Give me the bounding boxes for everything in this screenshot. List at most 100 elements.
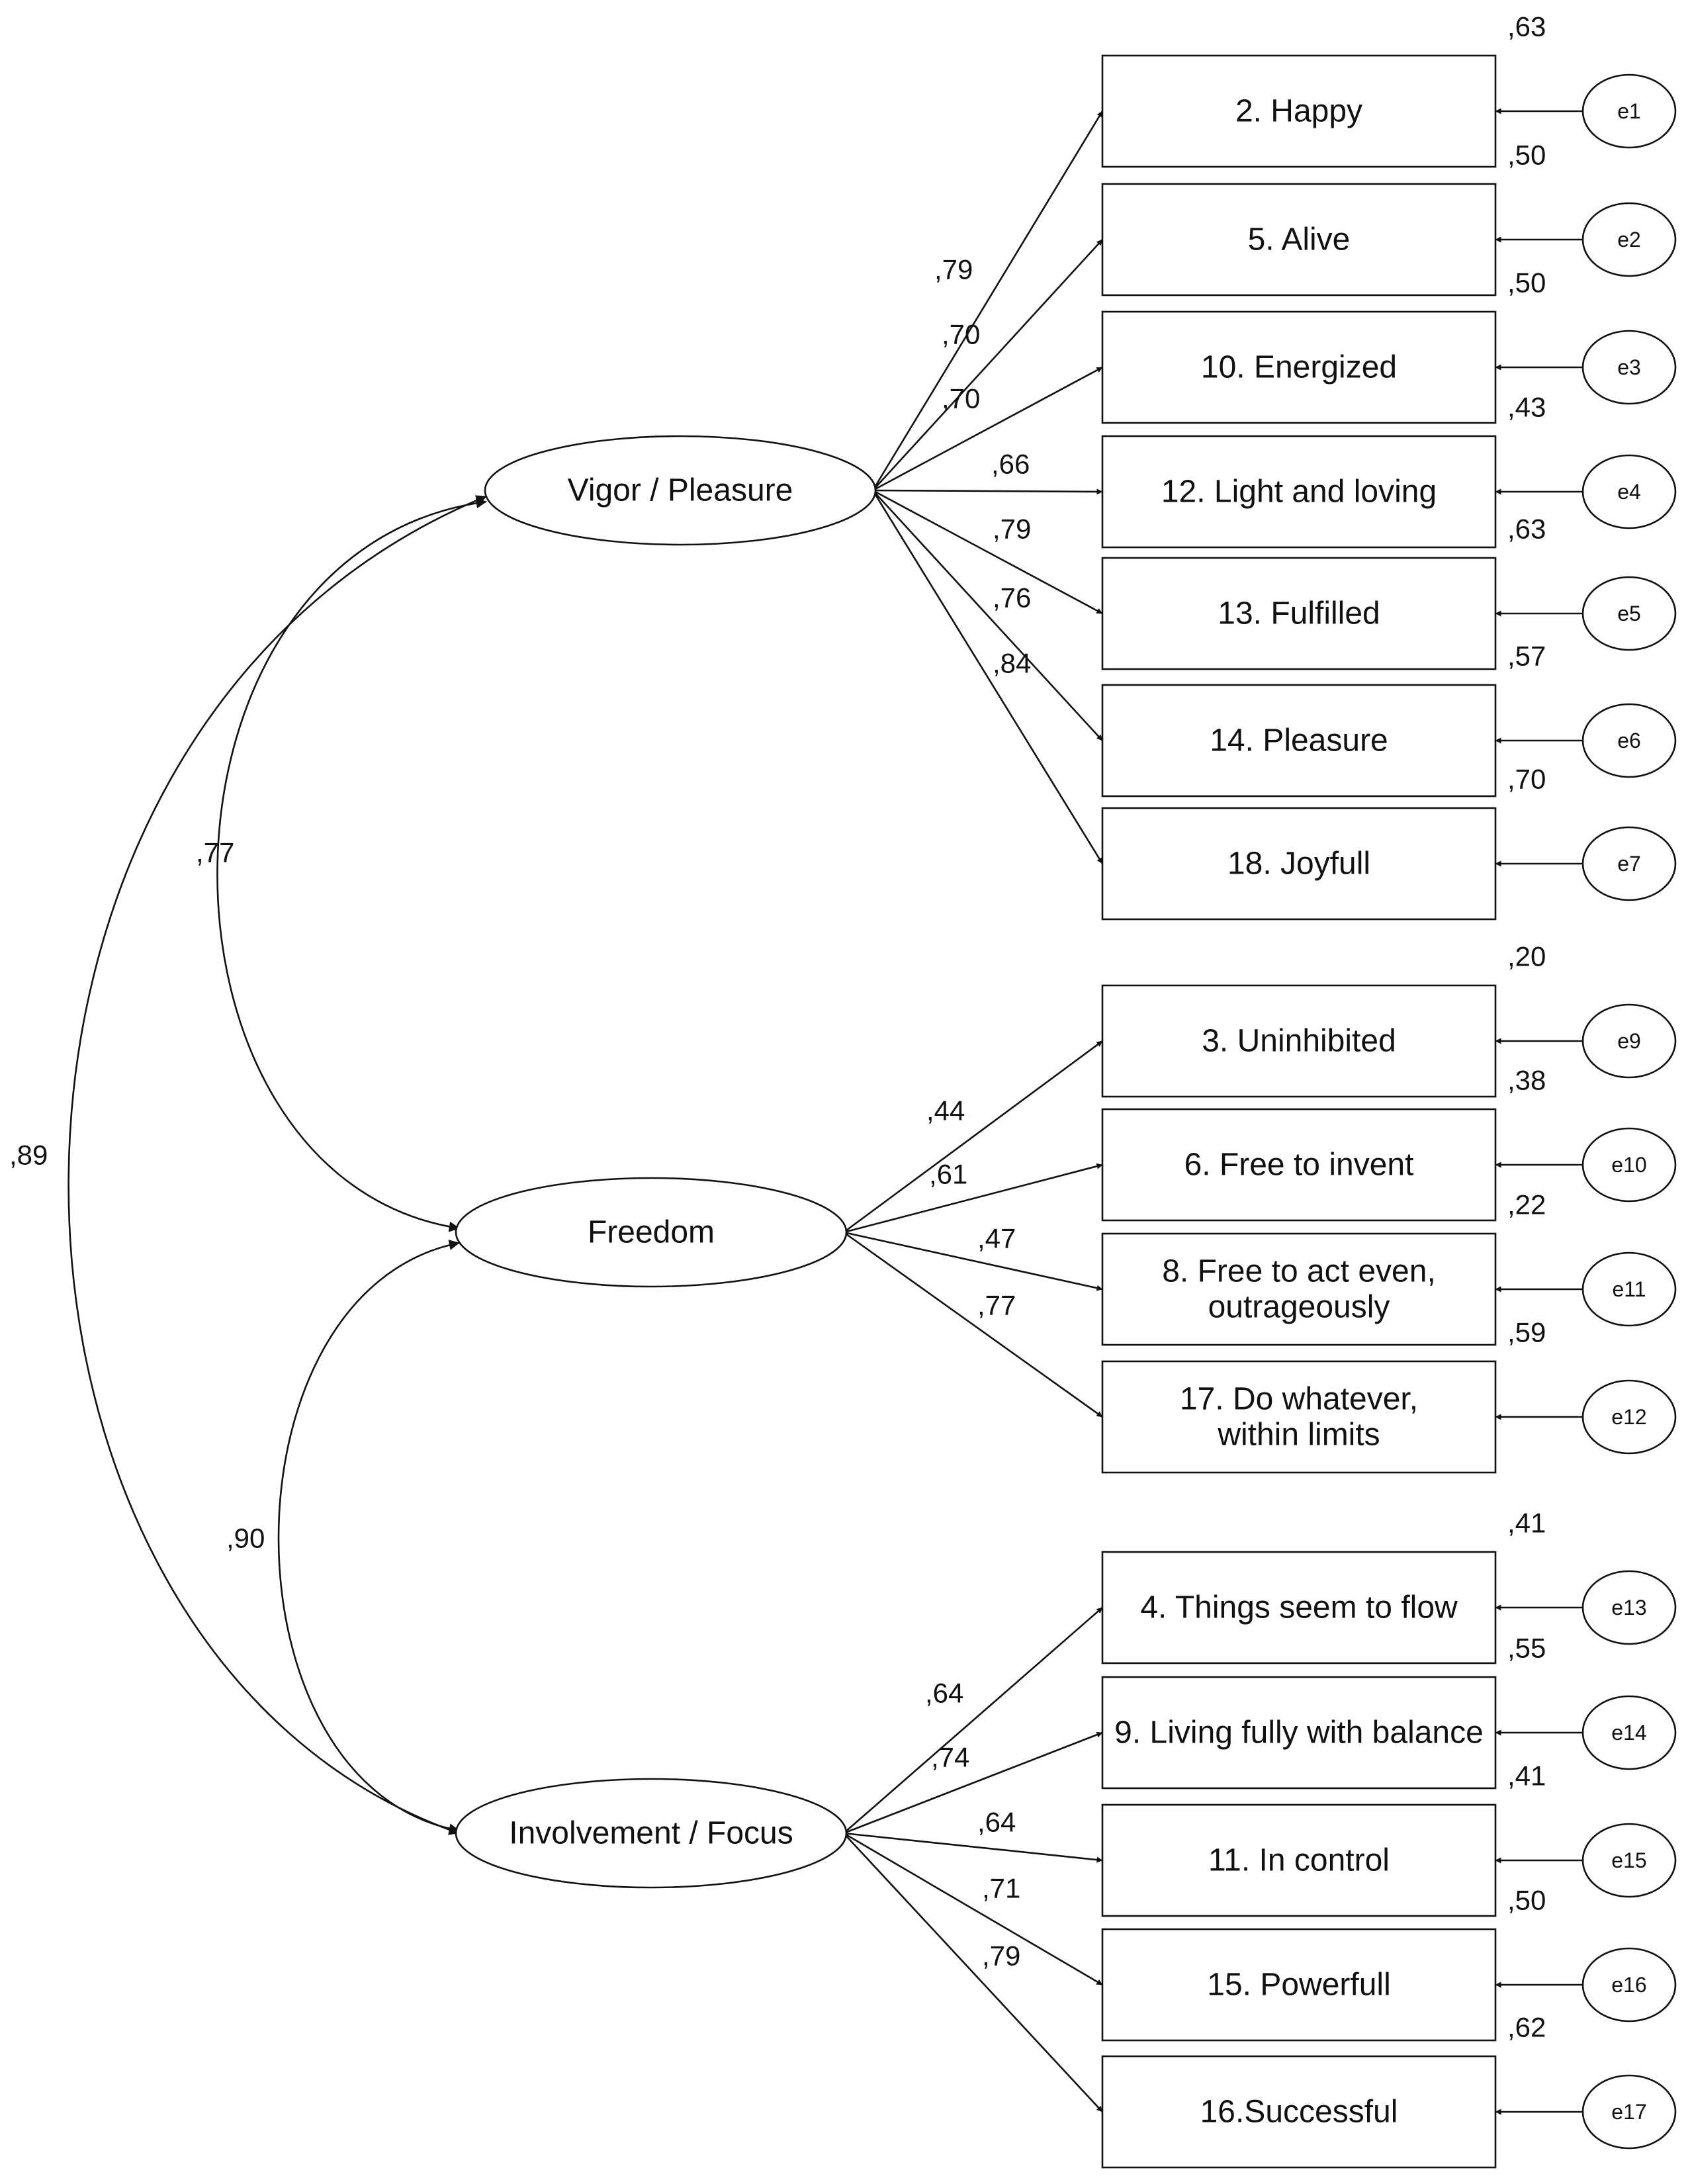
error-term-label: e9: [1617, 1029, 1641, 1053]
indicator-box: [1101, 984, 1497, 1098]
error-term-label: e10: [1611, 1153, 1646, 1177]
loading-label: ,66: [991, 449, 1030, 480]
latent-factor-involvement: [455, 1778, 848, 1889]
indicator-box: [1101, 557, 1497, 670]
r-squared-label: ,50: [1507, 267, 1546, 298]
loading-path-freedom-2: [843, 1231, 1103, 1291]
indicator-box: [1101, 2055, 1497, 2169]
loading-label: ,70: [942, 319, 980, 350]
latent-factor-label: Vigor / Pleasure: [568, 473, 793, 508]
loading-path-freedom-3: [843, 1231, 1103, 1418]
error-term: [1581, 1251, 1677, 1327]
r-squared-label: ,22: [1507, 1189, 1546, 1220]
r-squared-label: ,41: [1507, 1760, 1546, 1792]
indicator-box: [1101, 807, 1497, 921]
r-squared-label: ,43: [1507, 392, 1546, 423]
error-term-label: e1: [1617, 99, 1641, 123]
loading-path-involvement-3: [843, 1832, 1103, 1986]
indicator-box: [1101, 183, 1497, 296]
loading-label: ,70: [942, 383, 980, 414]
error-term: [1581, 202, 1677, 277]
r-squared-label: ,41: [1507, 1508, 1546, 1539]
loading-label: ,77: [977, 1290, 1016, 1321]
loading-path-involvement-2: [843, 1832, 1103, 1863]
error-term: [1581, 330, 1677, 405]
indicator-box: [1101, 1360, 1497, 1474]
error-term-label: e12: [1611, 1405, 1646, 1429]
nodes-layer: [455, 54, 1677, 2169]
error-term: [1581, 826, 1677, 901]
correlation-path-freedom-involvement: [277, 1240, 460, 1835]
r-squared-label: ,50: [1507, 1885, 1546, 1916]
error-term: [1581, 1823, 1677, 1898]
loading-label: ,47: [977, 1223, 1016, 1254]
indicator-label: 5. Alive: [1248, 222, 1351, 257]
error-term: [1581, 1127, 1677, 1203]
loading-path-involvement-1: [843, 1731, 1103, 1835]
r-squared-label: ,59: [1507, 1317, 1546, 1348]
latent-factor-label: Freedom: [588, 1215, 715, 1250]
loading-label: ,79: [993, 514, 1031, 545]
indicator-label: 14. Pleasure: [1210, 723, 1388, 758]
loading-label: ,84: [993, 648, 1031, 679]
error-term-label: e2: [1617, 228, 1641, 251]
loading-path-vigor-5: [872, 490, 1103, 741]
indicator-box: [1101, 684, 1497, 797]
loading-path-vigor-3: [872, 488, 1103, 495]
loading-label: ,61: [929, 1159, 967, 1190]
error-term: [1581, 2074, 1677, 2150]
correlation-path-vigor-involvement: [67, 495, 487, 1835]
loading-path-vigor-2: [872, 366, 1103, 492]
r-squared-label: ,50: [1507, 140, 1546, 171]
correlation-label: ,89: [9, 1140, 48, 1171]
indicator-label: 13. Fulfilled: [1218, 596, 1380, 631]
loading-label: ,71: [982, 1873, 1020, 1904]
loading-path-involvement-4: [843, 1833, 1103, 2113]
error-term-label: e11: [1612, 1277, 1646, 1301]
indicator-label: 11. In control: [1208, 1843, 1390, 1878]
error-term: [1581, 703, 1677, 778]
indicator-box: [1101, 1232, 1497, 1346]
indicator-label-line-1: 17. Do whatever,: [1180, 1382, 1418, 1417]
error-term-label: e15: [1611, 1848, 1646, 1872]
indicator-label: 3. Uninhibited: [1202, 1024, 1396, 1059]
loading-path-vigor-0: [871, 111, 1104, 491]
indicator-label: 15. Powerfull: [1207, 1968, 1390, 2003]
indicator-box: [1101, 54, 1497, 168]
error-term: [1581, 1003, 1677, 1079]
r-squared-label: ,63: [1507, 11, 1546, 42]
error-term-label: e3: [1617, 355, 1641, 379]
indicator-box: [1101, 1928, 1497, 2042]
indicator-box: [1101, 1108, 1497, 1222]
loading-label: ,64: [925, 1678, 963, 1709]
indicator-label: 9. Living fully with balance: [1114, 1715, 1484, 1751]
indicator-box: [1101, 1551, 1497, 1664]
loading-path-vigor-1: [872, 239, 1103, 491]
indicator-label: 2. Happy: [1235, 94, 1362, 129]
r-squared-label: ,62: [1507, 2012, 1546, 2043]
correlation-path-vigor-freedom: [216, 498, 487, 1232]
indicator-label: 4. Things seem to flow: [1140, 1590, 1458, 1625]
error-term-label: e6: [1617, 729, 1641, 752]
loading-label: ,64: [977, 1807, 1016, 1838]
latent-factor-freedom: [455, 1177, 848, 1288]
loading-path-vigor-6: [871, 490, 1104, 864]
r-squared-label: ,63: [1507, 514, 1546, 545]
error-term-label: e7: [1617, 852, 1641, 876]
error-term: [1581, 1379, 1677, 1455]
error-term-label: e16: [1611, 1973, 1646, 1997]
error-term: [1581, 1570, 1677, 1645]
error-term: [1581, 73, 1677, 149]
error-term: [1581, 576, 1677, 651]
r-squared-label: ,70: [1507, 764, 1546, 795]
loading-label: ,74: [931, 1742, 969, 1773]
loading-path-involvement-0: [843, 1607, 1103, 1834]
r-squared-label: ,20: [1507, 941, 1546, 972]
indicator-label-line-2: within limits: [1217, 1418, 1380, 1453]
indicator-label: 10. Energized: [1201, 350, 1397, 385]
r-squared-label: ,57: [1507, 641, 1546, 672]
error-term-label: e14: [1611, 1721, 1646, 1745]
loading-label: ,76: [993, 582, 1031, 614]
error-term-label: e17: [1611, 2100, 1646, 2124]
